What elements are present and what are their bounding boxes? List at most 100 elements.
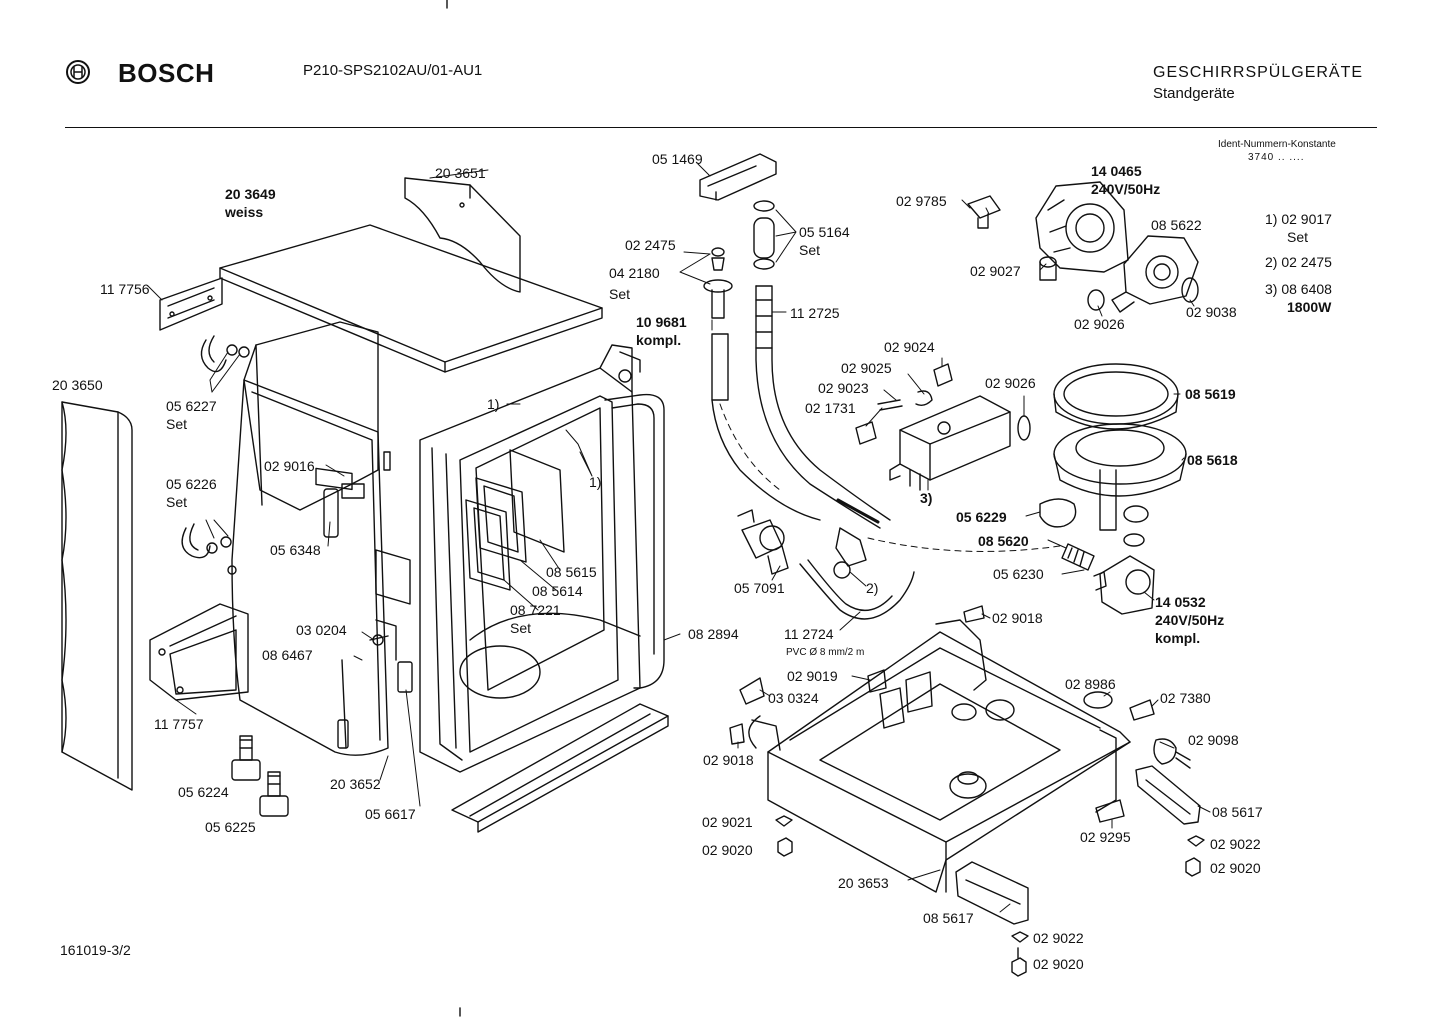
filter-frames (466, 450, 564, 590)
hose-112725 (756, 286, 890, 528)
callout-086467: 08 6467 (262, 647, 313, 663)
callout-029020a: 02 9020 (1210, 860, 1261, 876)
hose-set-lower (182, 524, 236, 574)
ident-value: 3740 .. .... (1248, 152, 1305, 163)
document-number: 161019-3/2 (60, 942, 131, 958)
callout-028986: 02 8986 (1065, 676, 1116, 692)
note-3-extra: 1800W (1287, 299, 1332, 315)
sump-085619 (1054, 364, 1178, 429)
bosch-logo-icon (66, 60, 90, 84)
callout-056617: 05 6617 (365, 806, 416, 822)
hose-112724 (800, 528, 914, 619)
cap-042180 (704, 248, 732, 318)
note-1-extra: Set (1287, 229, 1309, 245)
ident-label: Ident-Nummern-Konstante (1218, 139, 1336, 150)
callout-029020c: 02 9020 (1033, 956, 1084, 972)
callout-029295: 02 9295 (1080, 829, 1131, 845)
callout-029019: 02 9019 (787, 668, 838, 684)
callout-029018b: 02 9018 (703, 752, 754, 768)
callout-085617a: 08 5617 (1212, 804, 1263, 820)
rod-086467 (338, 484, 388, 748)
callout-055164: 05 5164 (799, 224, 850, 240)
elbow-056229 (1040, 499, 1076, 527)
callout-085618: 08 5618 (1187, 452, 1238, 468)
callout-030324: 03 0324 (768, 690, 819, 706)
callout-weiss: weiss (225, 204, 264, 220)
top-lid (220, 225, 602, 372)
callout-set-3: Set (510, 620, 532, 636)
callout-056229: 05 6229 (956, 509, 1007, 525)
base-small-parts (730, 606, 1190, 822)
callout-042180: 04 2180 (609, 265, 660, 281)
callout-051469: 05 1469 (652, 151, 703, 167)
callout-029038: 02 9038 (1186, 304, 1237, 320)
sleeve-085620 (1062, 544, 1094, 570)
callout-029022a: 02 9022 (1210, 836, 1261, 852)
callout-kompl-1: kompl. (636, 332, 682, 348)
callout-082894: 08 2894 (688, 626, 739, 642)
callout-029025: 02 9025 (841, 360, 892, 376)
callout-085622: 08 5622 (1151, 217, 1202, 233)
category-subtitle: Standgeräte (1153, 85, 1235, 102)
drain-pump-140532 (1094, 556, 1154, 614)
callout-056225: 05 6225 (205, 819, 256, 835)
category-title: GESCHIRRSPÜLGERÄTE (1153, 64, 1364, 81)
callout-056348: 05 6348 (270, 542, 321, 558)
callout-140465: 14 0465 (1091, 163, 1142, 179)
sump-085618 (1054, 424, 1186, 546)
callout-056227: 05 6227 (166, 398, 217, 414)
callout-029020b: 02 9020 (702, 842, 753, 858)
callout-057091: 05 7091 (734, 580, 785, 596)
brand-name: BOSCH (118, 58, 215, 88)
callout-029023: 02 9023 (818, 380, 869, 396)
pipe-055164 (754, 201, 774, 269)
callout-set-2: Set (166, 494, 188, 510)
screws (776, 816, 1204, 976)
callout-030204: 03 0204 (296, 622, 347, 638)
callout-056224: 05 6224 (178, 784, 229, 800)
side-panel-left (62, 402, 132, 790)
callout-set-5: Set (609, 286, 631, 302)
callout-109681: 10 9681 (636, 314, 687, 330)
callout-085617b: 08 5617 (923, 910, 974, 926)
header-rule (65, 127, 1377, 128)
callout-029098: 02 9098 (1188, 732, 1239, 748)
heater-block-117757 (150, 604, 248, 700)
foot-strip (452, 704, 668, 832)
callout-029016: 02 9016 (264, 458, 315, 474)
callout-112725: 11 2725 (790, 305, 840, 321)
switch-056225 (260, 772, 288, 816)
handle-051469 (700, 154, 776, 200)
callout-set-1: Set (166, 416, 188, 432)
knob-029785 (968, 196, 1000, 228)
callout-203652: 20 3652 (330, 776, 381, 792)
motor-housing-140465 (1036, 182, 1128, 280)
callout-087221: 08 7221 (510, 602, 561, 618)
callout-pvc-spec: PVC Ø 8 mm/2 m (786, 647, 865, 658)
callout-240v-1: 240V/50Hz (1091, 181, 1161, 197)
callout-029026a: 02 9026 (1074, 316, 1125, 332)
callout-027380: 02 7380 (1160, 690, 1211, 706)
valve-057091 (738, 510, 788, 574)
callout-kompl-2: kompl. (1155, 630, 1201, 646)
switch-056224 (232, 736, 260, 780)
callout-085619: 08 5619 (1185, 386, 1236, 402)
callout-022475: 02 2475 (625, 237, 676, 253)
callout-203651: 20 3651 (435, 165, 486, 181)
callout-note-2: 2) (866, 580, 879, 596)
callout-117756: 11 7756 (100, 281, 150, 297)
callout-056230: 05 6230 (993, 566, 1044, 582)
base-frame (749, 620, 1130, 892)
callout-203650: 20 3650 (52, 377, 103, 393)
callout-029022b: 02 9022 (1033, 930, 1084, 946)
tub-body (232, 322, 664, 772)
callout-021731: 02 1731 (805, 400, 856, 416)
hose-set-upper (201, 336, 249, 372)
callout-085620: 08 5620 (978, 533, 1029, 549)
callout-set-4: Set (799, 242, 821, 258)
callout-085614: 08 5614 (532, 583, 583, 599)
callout-203649: 20 3649 (225, 186, 276, 202)
bracket-085617-right (1136, 766, 1200, 824)
rear-panel (405, 178, 520, 292)
